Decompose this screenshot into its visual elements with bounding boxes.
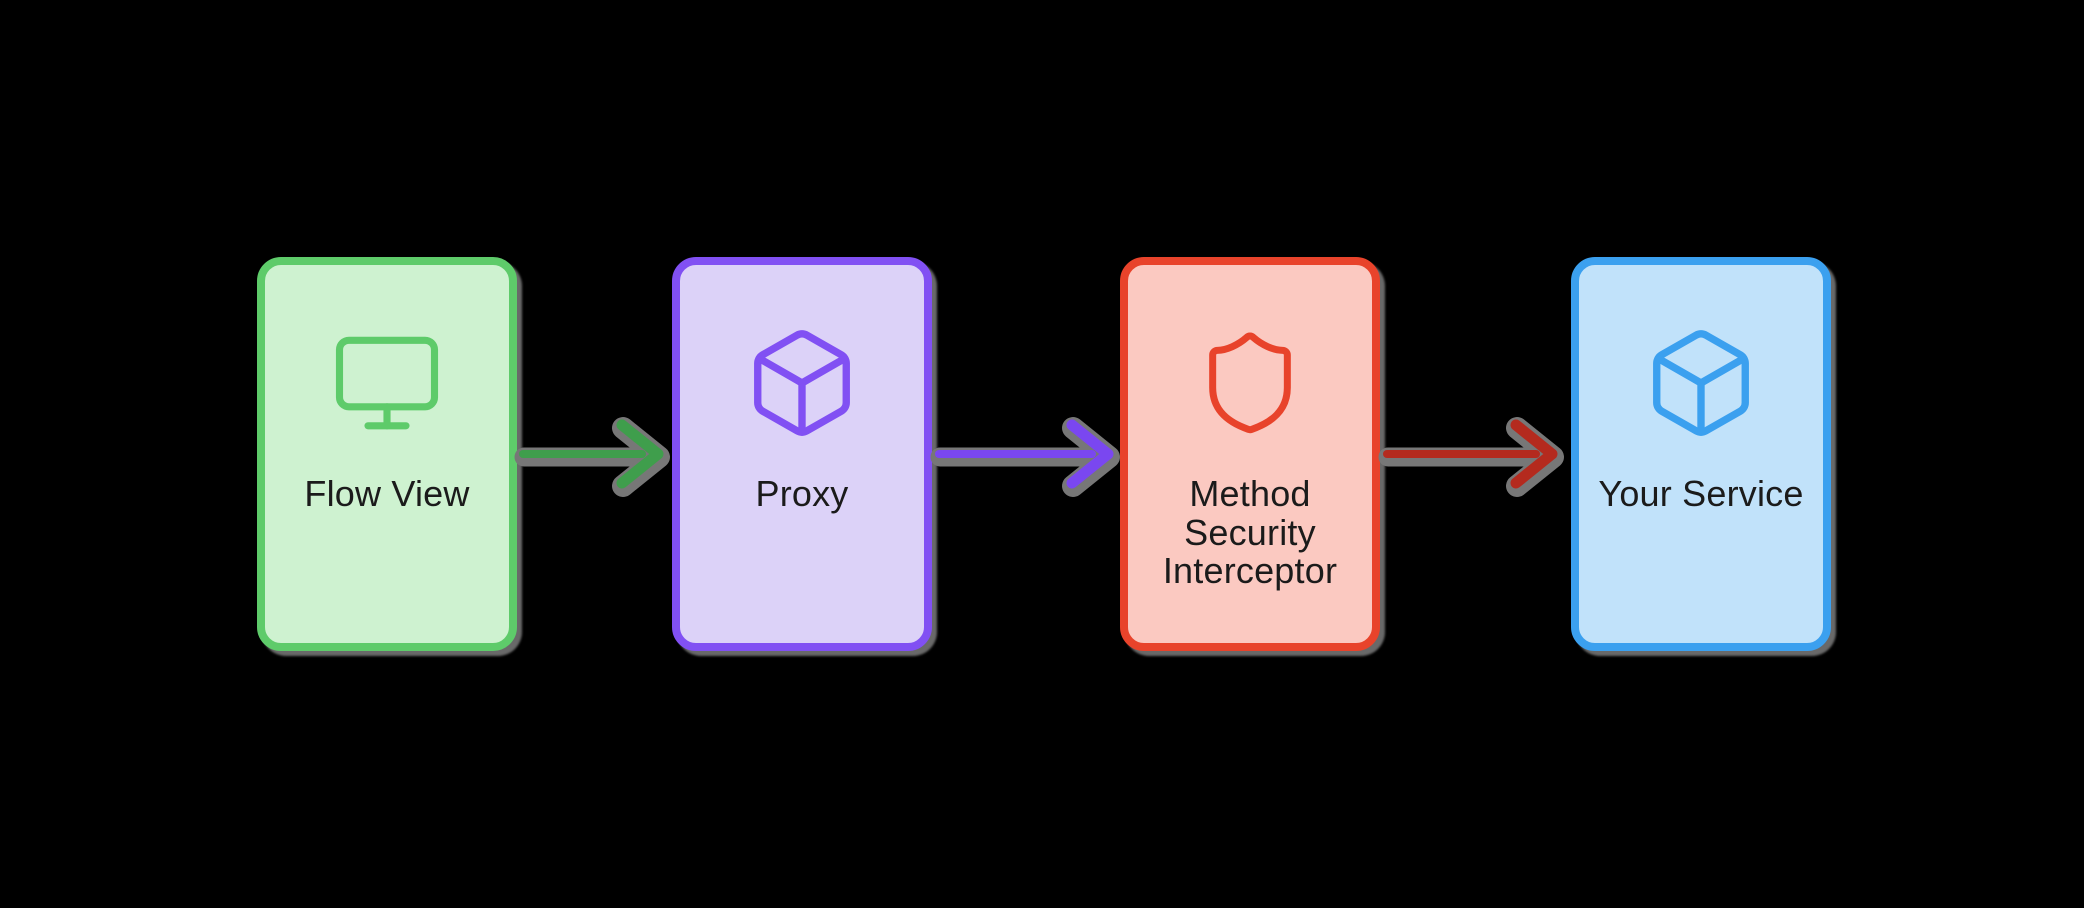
- box-icon: [680, 325, 924, 441]
- node-flow-view: Flow View: [257, 257, 517, 651]
- node-your-service: Your Service: [1571, 257, 1831, 651]
- node-proxy: Proxy: [672, 257, 932, 651]
- node-label: Flow View: [304, 473, 470, 514]
- shield-icon: [1128, 325, 1372, 441]
- box-icon: [1579, 325, 1823, 441]
- node-method-security-interceptor: Method Security Interceptor: [1120, 257, 1380, 651]
- arrow-proxy-to-interceptor: [930, 417, 1120, 497]
- node-label: Proxy: [755, 473, 849, 514]
- monitor-icon: [265, 325, 509, 441]
- arrow-flow-view-to-proxy: [514, 417, 670, 497]
- node-label: Method Security Interceptor: [1162, 473, 1338, 591]
- node-label: Your Service: [1598, 473, 1804, 514]
- arrow-interceptor-to-service: [1378, 417, 1564, 497]
